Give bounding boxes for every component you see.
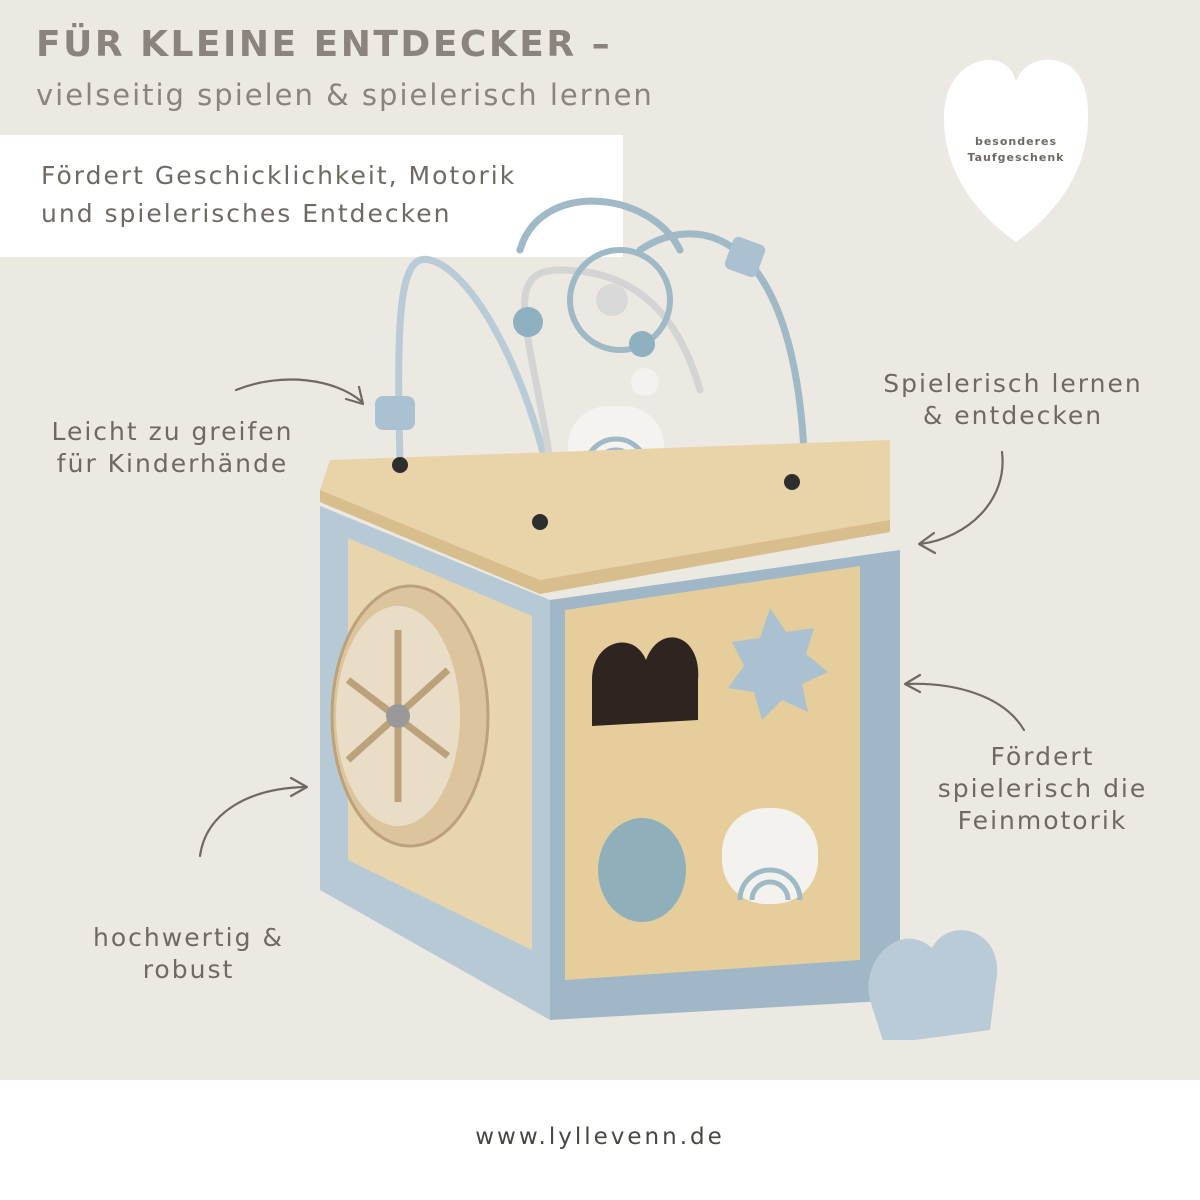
heart-icon (944, 59, 1089, 242)
callout-quality-line-1: hochwertig & (93, 923, 284, 952)
cloud-hole (592, 637, 699, 726)
callout-learn-line-2: & entdecken (922, 401, 1104, 430)
arrow-icon (234, 378, 365, 406)
badge-text: besonderes Taufgeschenk (940, 134, 1092, 166)
callout-grip: Leicht zu greifen für Kinderhände (30, 416, 315, 480)
badge-line-1: besonderes (974, 135, 1058, 148)
arrow-icon (903, 673, 1026, 732)
callout-quality-line-2: robust (142, 955, 235, 984)
callout-grip-line-2: für Kinderhände (56, 449, 289, 478)
callout-quality: hochwertig & robust (86, 922, 291, 986)
page-subtitle: vielseitig spielen & spielerisch lernen (36, 78, 654, 112)
star-block (375, 396, 415, 430)
callout-learn: Spielerisch lernen & entdecken (868, 368, 1158, 432)
badge-line-2: Taufgeschenk (967, 151, 1065, 164)
callout-motor-line-2: spielerisch die (937, 774, 1148, 803)
callout-motor-line-1: Fördert (990, 742, 1095, 771)
rainbow-shape (722, 808, 818, 904)
bead (596, 284, 628, 316)
feature-box: Fördert Geschicklichkeit, Motorik und sp… (0, 135, 623, 257)
egg-shape (598, 818, 686, 922)
page-title: FÜR KLEINE ENTDECKER – (36, 24, 613, 65)
star-shape (728, 608, 828, 720)
footer (0, 1080, 1200, 1200)
activity-cube-image (320, 197, 998, 1040)
feature-line-1: Fördert Geschicklichkeit, Motorik (41, 161, 517, 190)
arrow-icon (917, 450, 1004, 555)
cloud-piece (868, 930, 998, 1040)
arrow-icon (198, 776, 309, 858)
feature-line-2: und spielerisches Entdecken (41, 199, 452, 228)
arrows-layer (198, 378, 1026, 858)
callout-grip-line-1: Leicht zu greifen (51, 417, 294, 446)
callout-motor-line-3: Feinmotorik (957, 806, 1128, 835)
callout-motor: Fördert spielerisch die Feinmotorik (920, 741, 1165, 837)
bead (629, 331, 655, 357)
website-url: www.lyllevenn.de (475, 1124, 725, 1150)
top-board (320, 440, 890, 580)
cube-bead (724, 236, 766, 278)
callout-learn-line-1: Spielerisch lernen (883, 369, 1143, 398)
bead (631, 368, 659, 396)
bead (513, 307, 543, 337)
